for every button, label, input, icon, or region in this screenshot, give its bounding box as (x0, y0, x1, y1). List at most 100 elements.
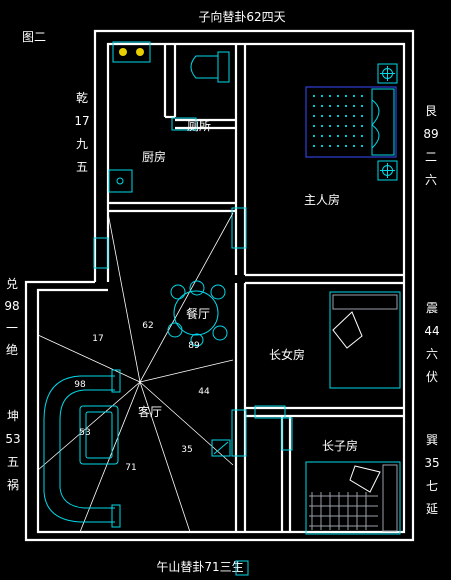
quilt-dot (320, 144, 324, 148)
west-mid-label-char: 绝 (6, 342, 18, 357)
quilt-dot (344, 94, 348, 98)
east-bot-label-char: 延 (426, 502, 438, 516)
outer-wall (24, 29, 415, 542)
burner (136, 48, 144, 56)
coffee-table-inner (85, 411, 113, 459)
dining-table-icon (167, 280, 228, 347)
cabinet-line (213, 441, 229, 455)
dining-chair (210, 284, 226, 300)
quilt-dot (352, 104, 356, 108)
quilt-dot (336, 124, 340, 128)
east-mid-label-char: 六 (426, 347, 438, 361)
bagua-rays (37, 212, 234, 533)
toilet-tank (217, 51, 230, 83)
ray (139, 381, 191, 533)
dining-chair (170, 284, 186, 300)
east-bot-label-char: 巽 (426, 433, 438, 447)
pillow-curve (371, 99, 380, 149)
daughter-bed-icon (329, 291, 401, 389)
daughter-bed-blanket-fold (332, 311, 363, 349)
master-bed-frame (305, 86, 397, 158)
quilt-dot (312, 124, 316, 128)
sofa-arm (111, 369, 121, 393)
sink-drain (116, 177, 124, 185)
openings (93, 117, 293, 576)
room-label-toilet: 厕所 (187, 119, 211, 133)
quilt-dot (344, 124, 348, 128)
quilt-dot (360, 104, 364, 108)
west-bot-label-char: 五 (7, 455, 19, 469)
ray (107, 212, 141, 383)
master-bed-icon (305, 63, 398, 181)
quilt-dot (360, 124, 364, 128)
walls (24, 29, 415, 542)
sector-number: 71 (125, 463, 136, 473)
toilet-bowl (190, 55, 219, 79)
quilt-dot (320, 124, 324, 128)
ray (37, 381, 141, 471)
ray (139, 212, 234, 383)
quilt-dot (336, 144, 340, 148)
dining-chair (212, 325, 228, 341)
coffee-table (79, 405, 119, 465)
cabinet (211, 439, 231, 457)
sink-icon (108, 169, 133, 193)
west-top-label-char: 五 (76, 160, 88, 174)
room-label-master: 主人房 (304, 192, 340, 207)
room-label-kitchen: 厨房 (142, 149, 166, 164)
east-top-label-char: 89 (423, 127, 438, 141)
room-label-dining: 餐厅 (186, 306, 210, 321)
quilt-dot (328, 134, 332, 138)
quilt-dot (344, 104, 348, 108)
sector-number: 62 (142, 321, 153, 331)
opening-son (281, 417, 293, 451)
ray (139, 359, 234, 383)
inner-wall-line (36, 42, 406, 534)
sector-number: 35 (181, 445, 192, 455)
room-label-eldest-son: 长子房 (322, 438, 358, 453)
sofa-icon (43, 369, 121, 528)
east-mid-label-char: 伏 (426, 370, 438, 384)
east-top-label-char: 二 (425, 150, 437, 164)
north-caption: 子向替卦62四天 (198, 9, 285, 24)
quilt-dot (312, 134, 316, 138)
room-label-living: 客厅 (138, 404, 162, 419)
son-bed-icon (305, 461, 401, 535)
cabinet-icon (211, 439, 231, 457)
quilt-dot (320, 94, 324, 98)
toilet-icon (190, 51, 230, 83)
dining-chair (190, 333, 204, 347)
west-mid-label-char: 98 (4, 299, 19, 313)
sector-number: 17 (92, 334, 103, 344)
east-bot-label: 巽 35 七 延 (424, 433, 439, 516)
son-bed-pillow (382, 464, 398, 532)
quilt-dot (352, 134, 356, 138)
window-west (93, 237, 109, 269)
dining-table-top (173, 290, 219, 336)
sector-number: 89 (188, 341, 200, 351)
quilt-dot (360, 144, 364, 148)
east-bot-label-char: 35 (424, 456, 439, 470)
sofa-inner (59, 389, 115, 509)
sofa-arm (111, 504, 121, 528)
west-top-label-char: 17 (74, 114, 89, 128)
quilt-dot (360, 114, 364, 118)
son-bed-blanket-fold (349, 465, 381, 493)
sector-number: 44 (198, 387, 210, 397)
south-door-mark (235, 560, 249, 576)
east-top-label-char: 艮 (425, 104, 437, 118)
east-bot-label-char: 七 (426, 479, 438, 493)
west-top-label-char: 乾 (76, 91, 88, 105)
east-mid-label: 震 44 六 伏 (424, 301, 439, 384)
west-bot-label-char: 祸 (7, 477, 19, 492)
dining-chair (167, 322, 183, 338)
sink-basin (108, 169, 133, 193)
nightstand (377, 63, 398, 84)
west-top-label-char: 九 (76, 137, 88, 151)
quilt-dot (328, 114, 332, 118)
figure-label: 图二 (22, 30, 46, 44)
quilt-dot (336, 114, 340, 118)
quilt-dot (336, 104, 340, 108)
quilt-dot (312, 94, 316, 98)
